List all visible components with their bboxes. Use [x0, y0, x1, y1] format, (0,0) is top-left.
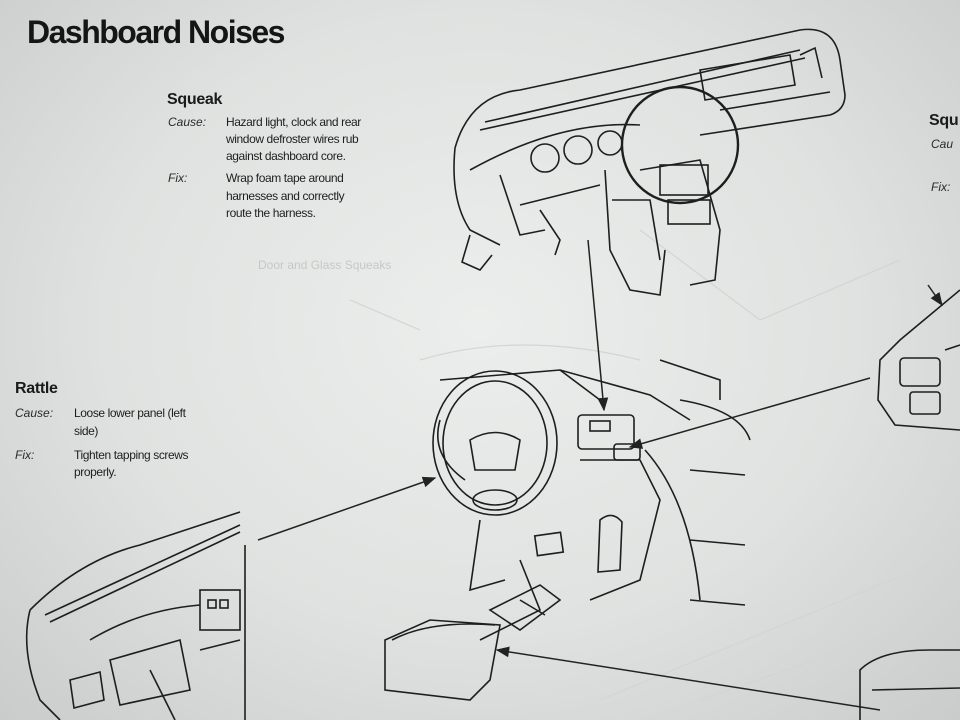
squeak-cause-label: Cause: — [168, 115, 207, 129]
squeak-location-circle — [620, 85, 740, 205]
rattle-cause-label: Cause: — [15, 406, 54, 420]
right-partial-heading: Squ — [929, 112, 959, 129]
dashboard-bottom-left-illustration — [25, 511, 246, 720]
arrow-right-partial — [927, 284, 943, 307]
car-interior-illustration — [384, 359, 751, 701]
dashboard-top-illustration — [453, 28, 846, 296]
arrow-rattle — [257, 476, 437, 541]
squeak-heading: Squeak — [167, 91, 223, 108]
right-partial-cause-label: Cau — [931, 137, 954, 151]
squeak-cause-line-2: window defroster wires rub — [226, 132, 359, 146]
rattle-heading: Rattle — [15, 380, 58, 397]
squeak-fix-label: Fix: — [168, 171, 188, 185]
squeak-fix-line-3: route the harness. — [226, 206, 316, 220]
rattle-fix-line-2: properly. — [74, 465, 117, 479]
squeak-fix-line-1: Wrap foam tape around — [226, 171, 344, 185]
arrow-console — [495, 646, 881, 711]
rattle-fix-label: Fix: — [15, 448, 35, 462]
rattle-cause-line-2: side) — [74, 424, 99, 438]
right-partial-fix-label: Fix: — [931, 180, 951, 194]
rattle-cause-line-1: Loose lower panel (left — [74, 406, 186, 420]
bleed-through-lines — [349, 229, 941, 701]
arrow-squeak — [587, 239, 609, 412]
arrow-right-detail — [628, 377, 871, 449]
right-detail-illustration — [859, 289, 960, 720]
squeak-fix-line-2: harnesses and correctly — [226, 189, 345, 203]
squeak-cause-line-3: against dashboard core. — [226, 149, 346, 163]
bleed-through-heading: Door and Glass Squeaks — [258, 258, 392, 272]
page-title: Dashboard Noises — [27, 14, 285, 50]
rattle-fix-line-1: Tighten tapping screws — [74, 448, 189, 462]
squeak-cause-line-1: Hazard light, clock and rear — [226, 115, 361, 129]
